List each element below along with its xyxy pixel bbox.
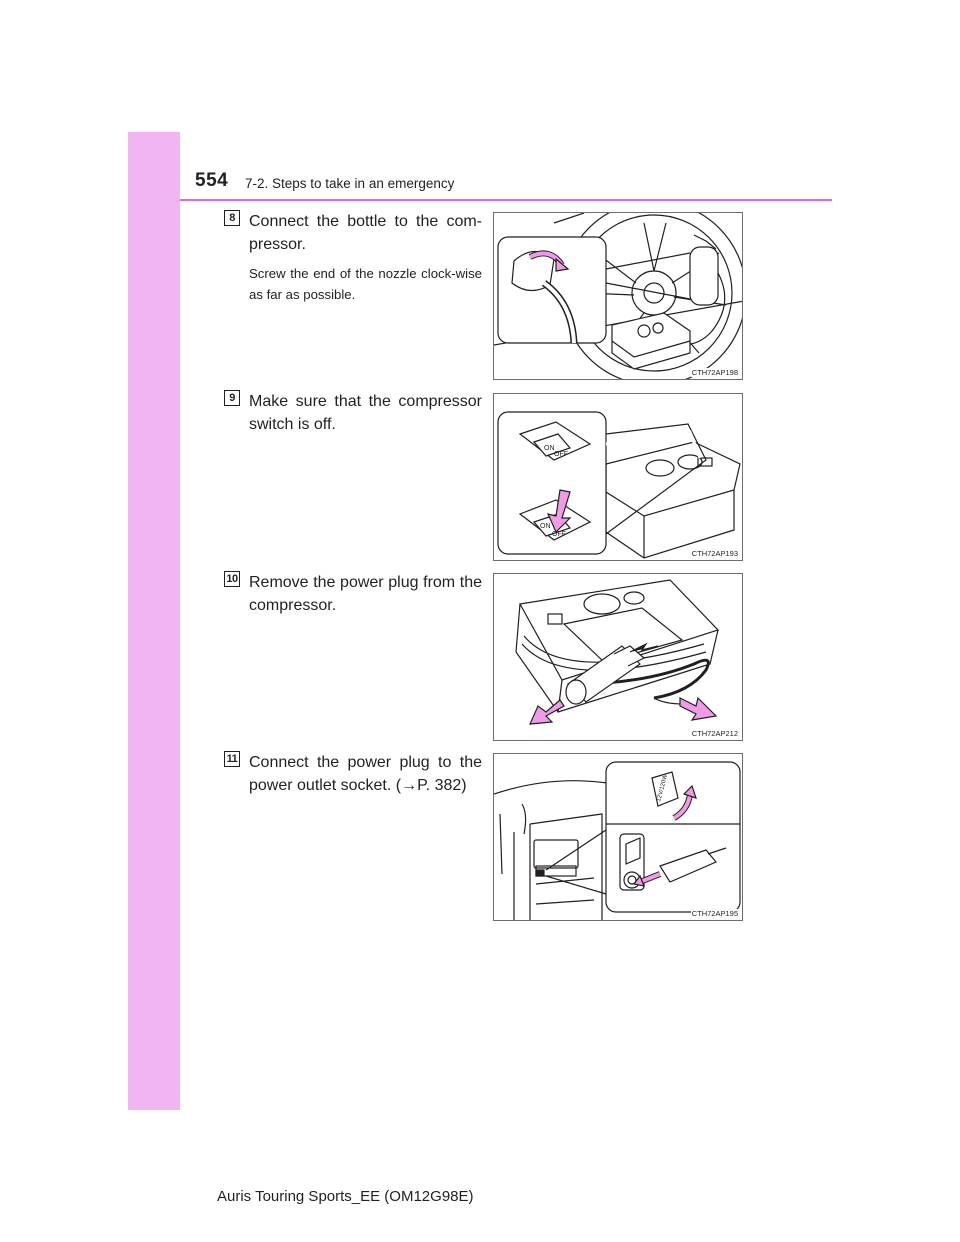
header-rule (180, 199, 832, 201)
switch-label-on: ON (544, 445, 555, 452)
step-title: Connect the power plug to the power outl… (249, 754, 482, 794)
figure-connect-bottle: CTH72AP198 (493, 212, 743, 380)
switch-label-off: OFF (554, 451, 568, 458)
step-number-badge: 11 (224, 751, 240, 767)
chapter-sidebar-tab (128, 132, 180, 1110)
switch-label-on: ON (540, 523, 551, 530)
figure-code: CTH72AP198 (690, 368, 739, 377)
figure-code: CTH72AP195 (690, 909, 739, 918)
step-8: 8 Connect the bottle to the com-pressor.… (224, 210, 482, 305)
step-number-badge: 9 (224, 390, 240, 406)
figure-code: CTH72AP212 (690, 729, 739, 738)
figure-remove-power-plug: CTH72AP212 (493, 573, 743, 741)
step-title: Remove the power plug from the compresso… (249, 574, 482, 614)
page-number: 554 (195, 170, 229, 191)
step-number-badge: 8 (224, 210, 240, 226)
step-10: 10 Remove the power plug from the compre… (224, 571, 482, 617)
step-title: Connect the bottle to the com-pressor. (249, 213, 482, 253)
step-11: 11 Connect the power plug to the power o… (224, 751, 482, 797)
section-title: 7-2. Steps to take in an emergency (245, 176, 455, 191)
figure-compressor-switch: ON OFF ON OFF CTH72AP193 (493, 393, 743, 561)
step-9: 9 Make sure that the compressor switch i… (224, 390, 482, 436)
figure-code: CTH72AP193 (690, 549, 739, 558)
step-number-badge: 10 (224, 571, 240, 587)
footer-manual-id: Auris Touring Sports_EE (OM12G98E) (217, 1188, 474, 1205)
switch-label-off: OFF (552, 531, 566, 538)
step-title: Make sure that the compressor switch is … (249, 393, 482, 433)
step-detail: Screw the end of the nozzle clock-wise a… (249, 266, 482, 302)
figure-power-outlet: 12V/120W CTH72AP195 (493, 753, 743, 921)
